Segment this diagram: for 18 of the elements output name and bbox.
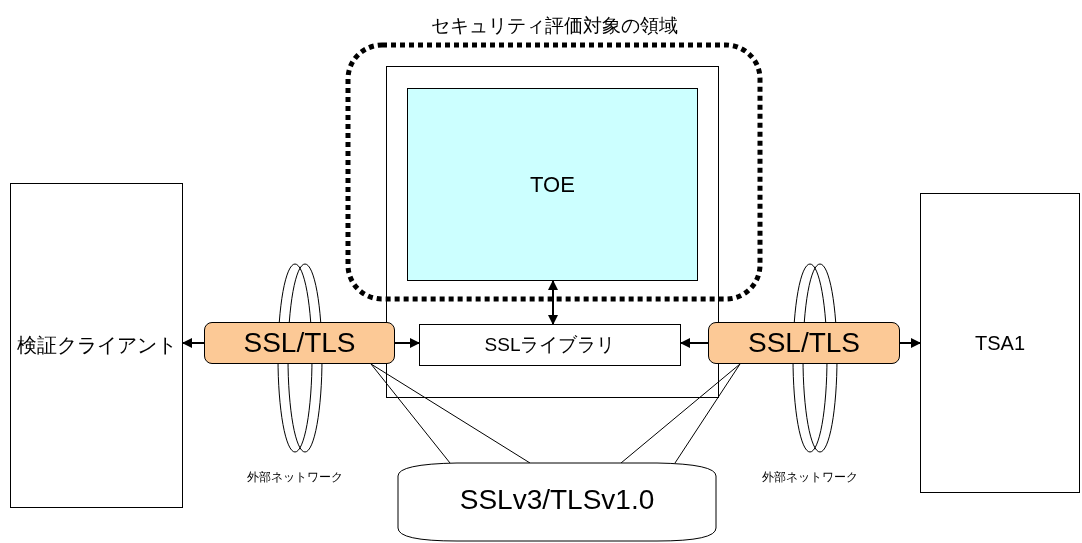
protocol-box: SSL/TLS [204, 322, 395, 364]
host-box: 検証クライアント [10, 183, 183, 508]
arrow [680, 338, 709, 348]
callout-text: SSLv3/TLSv1.0 [458, 484, 656, 516]
host-box: TSA1 [920, 193, 1080, 493]
arrow [182, 338, 205, 348]
toe-box: TOE [407, 88, 698, 281]
network-label: 外部ネットワーク [246, 469, 344, 486]
server-box [386, 66, 719, 398]
callout-tail [620, 363, 741, 464]
arrow [394, 338, 420, 348]
network-label: 外部ネットワーク [761, 469, 859, 486]
library-box: SSLライブラリ [419, 324, 681, 366]
callout-tail [370, 363, 531, 464]
arrow [548, 280, 558, 325]
arrow [899, 338, 921, 348]
protocol-box: SSL/TLS [708, 322, 900, 364]
region-title: セキュリティ評価対象の領域 [429, 13, 679, 38]
